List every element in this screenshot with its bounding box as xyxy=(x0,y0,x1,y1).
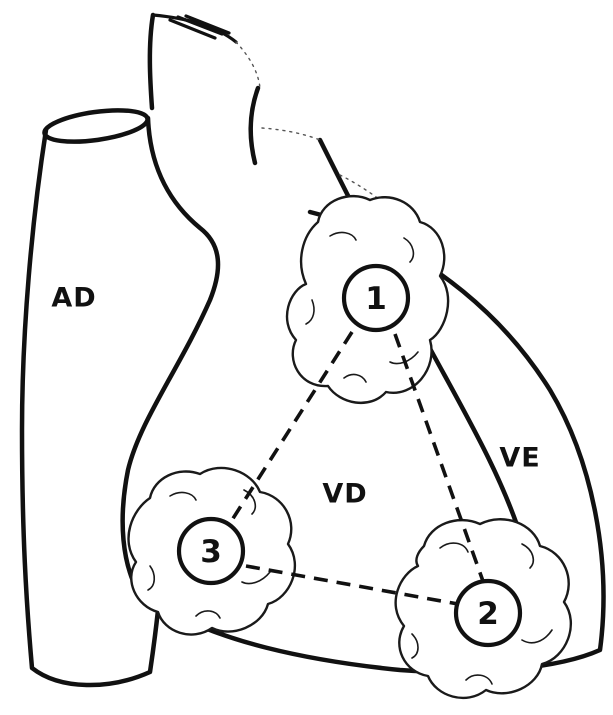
label-right-ventricle: VD xyxy=(322,479,367,510)
pacing-site-3: 3 xyxy=(179,519,243,583)
pacing-site-1: 1 xyxy=(344,266,408,330)
label-right-atrium: AD xyxy=(51,283,96,314)
site-number-3: 3 xyxy=(200,534,222,570)
site-number-2: 2 xyxy=(477,596,499,632)
pacing-site-2: 2 xyxy=(456,581,520,645)
label-left-ventricle: VE xyxy=(499,443,540,474)
pulmonary-artery xyxy=(150,15,260,163)
site-number-1: 1 xyxy=(365,281,387,317)
